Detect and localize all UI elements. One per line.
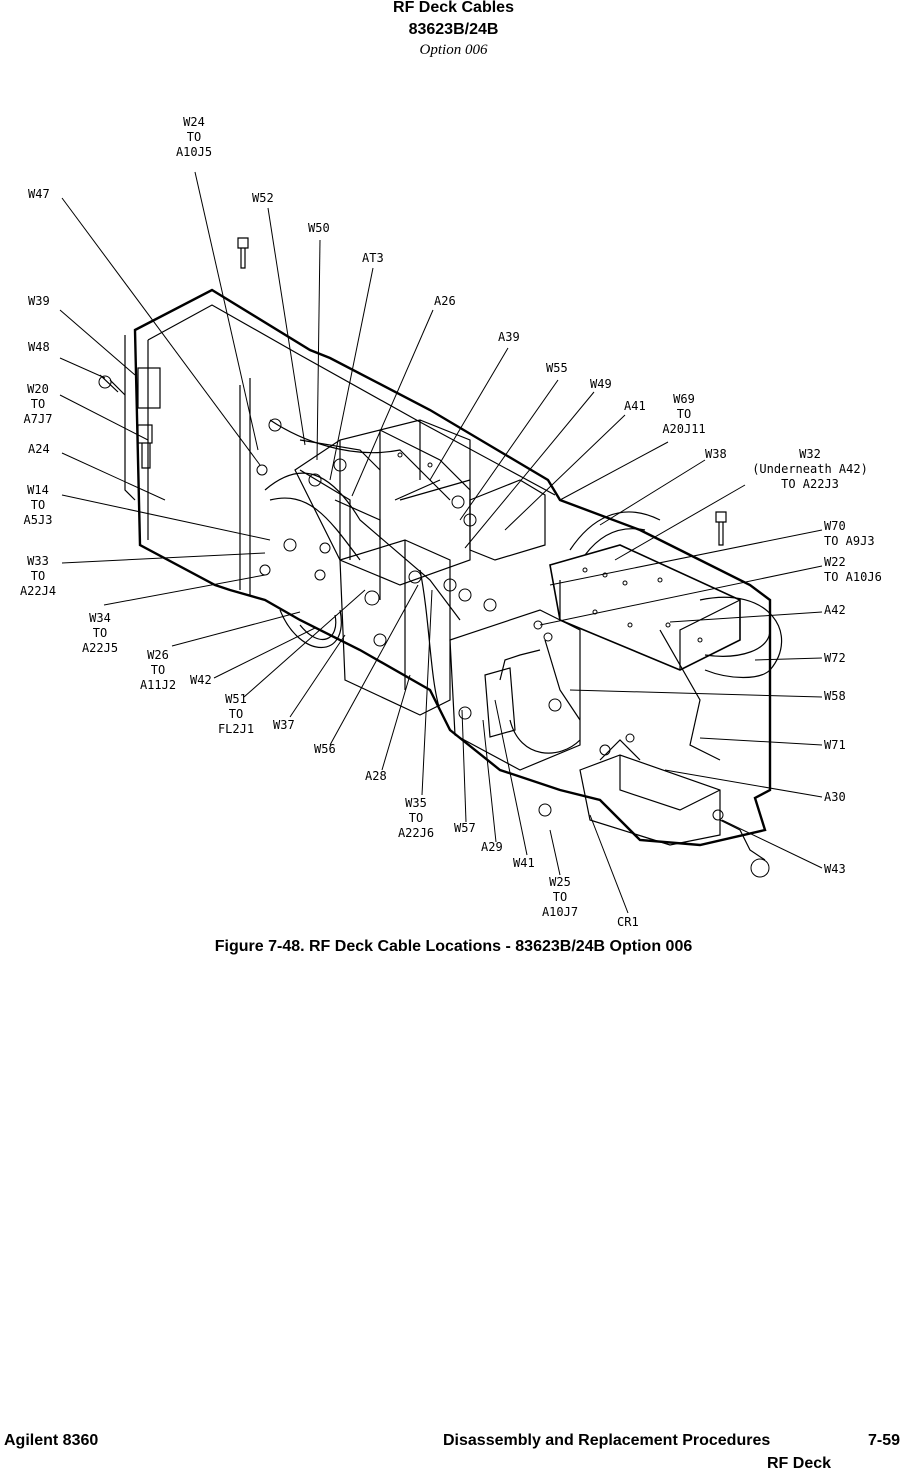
callout-a26: A26 bbox=[434, 294, 456, 308]
callout-w26: W26 bbox=[147, 648, 169, 662]
callout-w58: W58 bbox=[824, 689, 846, 703]
callout-w35-line1: TO bbox=[409, 811, 423, 825]
callout-w33: W33 bbox=[27, 554, 49, 568]
callout-cr1: CR1 bbox=[617, 915, 639, 929]
callout-w49: W49 bbox=[590, 377, 612, 391]
callout-w51-line1: TO bbox=[229, 707, 243, 721]
callout-w34-line2: A22J5 bbox=[82, 641, 118, 655]
callout-a39: A39 bbox=[498, 330, 520, 344]
callout-w20-line1: TO bbox=[31, 397, 45, 411]
callout-w26-line1: TO bbox=[151, 663, 165, 677]
callout-w35: W35 bbox=[405, 796, 427, 810]
callout-w32-line2: TO A22J3 bbox=[781, 477, 839, 491]
page-header-option: Option 006 bbox=[419, 42, 488, 58]
callout-w69-line2: A20J11 bbox=[662, 422, 705, 436]
callout-w14-line1: TO bbox=[31, 498, 45, 512]
callout-w24: W24 bbox=[183, 115, 205, 129]
callout-w69-line1: TO bbox=[677, 407, 691, 421]
callout-w20: W20 bbox=[27, 382, 49, 396]
callout-w47: W47 bbox=[28, 187, 50, 201]
callout-w57: W57 bbox=[454, 821, 476, 835]
callout-w52: W52 bbox=[252, 191, 274, 205]
callout-w69: W69 bbox=[673, 392, 695, 406]
callout-w25: W25 bbox=[549, 875, 571, 889]
callout-w51: W51 bbox=[225, 692, 247, 706]
callout-w41: W41 bbox=[513, 856, 535, 870]
footer-page-number: 7-59 bbox=[868, 1432, 901, 1449]
callout-a29: A29 bbox=[481, 840, 503, 854]
callout-w37: W37 bbox=[273, 718, 295, 732]
callout-w72: W72 bbox=[824, 651, 846, 665]
footer-left: Agilent 8360 bbox=[4, 1432, 99, 1449]
callout-w48: W48 bbox=[28, 340, 50, 354]
callout-w14: W14 bbox=[27, 483, 49, 497]
callout-w55: W55 bbox=[546, 361, 568, 375]
callout-a41: A41 bbox=[624, 399, 646, 413]
rf-deck-cable-diagram: W24TOA10J5W47W52W50AT3A26W39A39W48W55W49… bbox=[20, 115, 882, 929]
callout-w33-line1: TO bbox=[31, 569, 45, 583]
footer-chapter: Disassembly and Replacement Procedures bbox=[443, 1432, 771, 1449]
callout-w25-line2: A10J7 bbox=[542, 905, 578, 919]
deck-drawing bbox=[98, 237, 783, 878]
callout-w39: W39 bbox=[28, 294, 50, 308]
page-header-title: RF Deck Cables bbox=[393, 0, 514, 16]
callout-w34-line1: TO bbox=[93, 626, 107, 640]
callout-a42: A42 bbox=[824, 603, 846, 617]
callout-w22: W22 bbox=[824, 555, 846, 569]
callout-w20-line2: A7J7 bbox=[24, 412, 53, 426]
page-header-model: 83623B/24B bbox=[408, 21, 499, 38]
callout-a28: A28 bbox=[365, 769, 387, 783]
footer-section: RF Deck bbox=[767, 1455, 832, 1472]
callout-w24-line2: A10J5 bbox=[176, 145, 212, 159]
callout-w70-line1: TO A9J3 bbox=[824, 534, 875, 548]
leader-lines bbox=[59, 171, 823, 914]
callout-w71: W71 bbox=[824, 738, 846, 752]
callout-w70: W70 bbox=[824, 519, 846, 533]
callout-w32-line1: (Underneath A42) bbox=[752, 462, 868, 476]
figure-caption: Figure 7-48. RF Deck Cable Locations - 8… bbox=[214, 938, 693, 955]
callout-w34: W34 bbox=[89, 611, 111, 625]
callout-a30: A30 bbox=[824, 790, 846, 804]
callout-w43: W43 bbox=[824, 862, 846, 876]
callout-w32: W32 bbox=[799, 447, 821, 461]
callout-at3: AT3 bbox=[362, 251, 384, 265]
callout-w51-line2: FL2J1 bbox=[218, 722, 254, 736]
callout-w50: W50 bbox=[308, 221, 330, 235]
callout-w42: W42 bbox=[190, 673, 212, 687]
callout-w14-line2: A5J3 bbox=[24, 513, 53, 527]
callout-w38: W38 bbox=[705, 447, 727, 461]
callout-w26-line2: A11J2 bbox=[140, 678, 176, 692]
callout-w24-line1: TO bbox=[187, 130, 201, 144]
callout-w35-line2: A22J6 bbox=[398, 826, 434, 840]
callout-w25-line1: TO bbox=[553, 890, 567, 904]
callout-w22-line1: TO A10J6 bbox=[824, 570, 882, 584]
callout-w56: W56 bbox=[314, 742, 336, 756]
callout-w33-line2: A22J4 bbox=[20, 584, 56, 598]
callout-a24: A24 bbox=[28, 442, 50, 456]
